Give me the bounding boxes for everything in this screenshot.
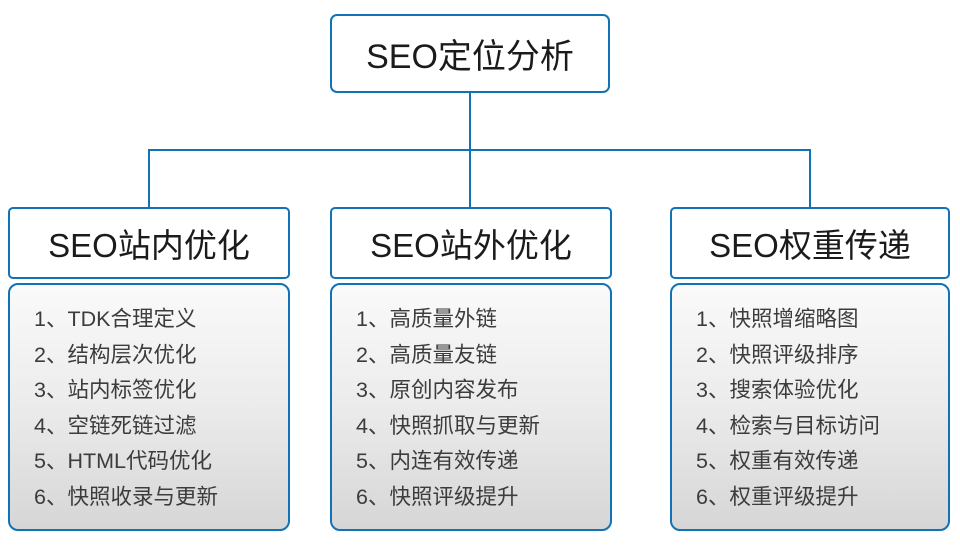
list-item: 5、权重有效传递: [696, 449, 859, 474]
list-item: 4、空链死链过滤: [34, 413, 197, 438]
list-item: 3、站内标签优化: [34, 378, 197, 403]
list-item: 5、HTML代码优化: [34, 449, 212, 474]
list-item: 2、快照评级排序: [696, 342, 859, 367]
list-item: 2、高质量友链: [356, 342, 497, 367]
list-item: 6、快照收录与更新: [34, 484, 218, 509]
branch-node-title: SEO权重传递: [709, 227, 911, 264]
list-item: 2、结构层次优化: [34, 342, 197, 367]
branch-node-weight: SEO权重传递: [670, 207, 950, 279]
list-item: 6、权重评级提升: [696, 484, 859, 509]
branch-list-offsite: 1、高质量外链 2、高质量友链 3、原创内容发布 4、快照抓取与更新 5、内连有…: [330, 283, 612, 531]
root-node-title: SEO定位分析: [366, 38, 574, 76]
list-item: 1、高质量外链: [356, 307, 497, 331]
list-item: 3、原创内容发布: [356, 378, 519, 403]
root-node: SEO定位分析: [330, 14, 610, 93]
list-item: 5、内连有效传递: [356, 449, 519, 474]
branch-node-onsite: SEO站内优化: [8, 207, 290, 279]
list-item: 1、TDK合理定义: [34, 307, 197, 331]
branch-list-weight: 1、快照增缩略图 2、快照评级排序 3、搜索体验优化 4、检索与目标访问 5、权…: [670, 283, 950, 531]
list-item: 6、快照评级提升: [356, 484, 519, 509]
list-item: 4、快照抓取与更新: [356, 413, 540, 438]
branch-node-offsite: SEO站外优化: [330, 207, 612, 279]
list-item: 4、检索与目标访问: [696, 413, 880, 438]
list-item: 1、快照增缩略图: [696, 307, 859, 331]
list-item: 3、搜索体验优化: [696, 378, 859, 403]
branch-list-onsite: 1、TDK合理定义 2、结构层次优化 3、站内标签优化 4、空链死链过滤 5、H…: [8, 283, 290, 531]
branch-node-title: SEO站内优化: [48, 227, 250, 264]
branch-node-title: SEO站外优化: [370, 227, 572, 264]
